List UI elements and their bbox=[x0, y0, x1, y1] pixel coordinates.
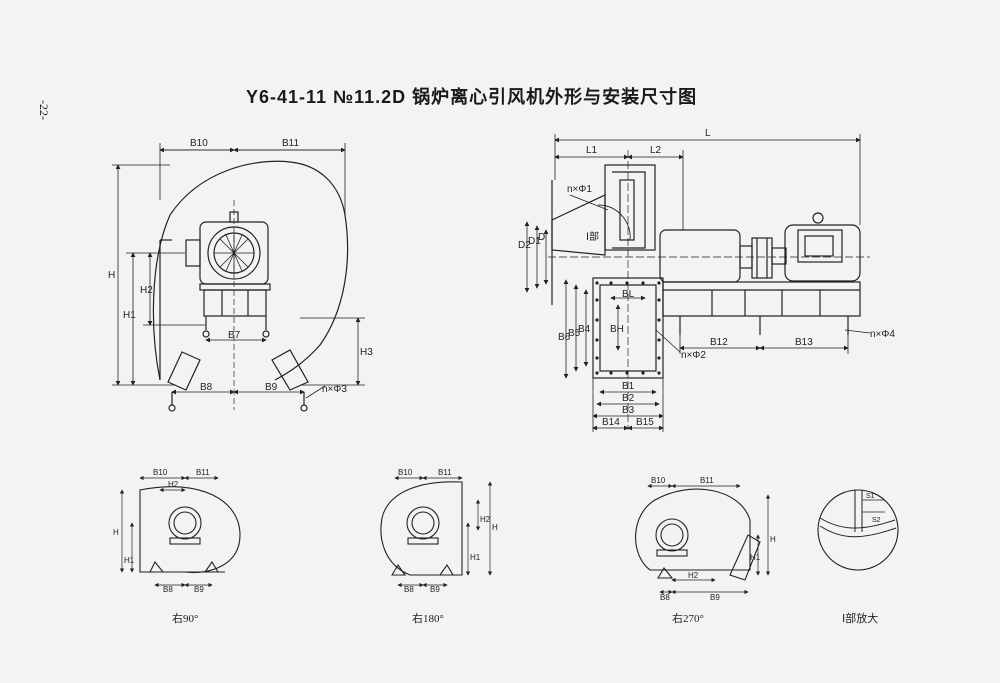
dimension-label: H2 bbox=[688, 571, 699, 580]
right-foot bbox=[271, 349, 309, 412]
inlet-cone bbox=[551, 194, 606, 256]
label-b14: B14 bbox=[602, 417, 620, 428]
rotation-view-90: B10 B11 H2 H H1 B8 B9 右90° bbox=[113, 468, 241, 625]
dimension-label: B11 bbox=[438, 468, 452, 477]
label-b5: B5 bbox=[568, 328, 581, 339]
label-l1: L1 bbox=[586, 145, 598, 156]
label-n-phi1: n×Φ1 bbox=[567, 184, 592, 195]
label-d2: D2 bbox=[518, 240, 531, 251]
caption-right-180: 右180° bbox=[412, 611, 444, 625]
dimension-label: B10 bbox=[398, 468, 413, 477]
dimension-label: B10 bbox=[651, 476, 666, 485]
label-b3: B3 bbox=[622, 405, 635, 416]
label-b7: B7 bbox=[228, 330, 241, 341]
dimension-label: B8 bbox=[404, 585, 414, 594]
caption-right-90: 右90° bbox=[172, 611, 198, 625]
detail-view-part-1: S1 S2 Ⅰ部放大 bbox=[817, 489, 899, 625]
main-front-labels: B10 B11 H H1 H2 H3 B7 B8 B9 n×Φ3 bbox=[108, 138, 373, 395]
dimension-label: B11 bbox=[700, 476, 714, 485]
drive-motor bbox=[771, 212, 861, 282]
dimension-label: B10 bbox=[153, 468, 168, 477]
label-h2: H2 bbox=[140, 285, 153, 296]
volute-housing bbox=[152, 160, 349, 381]
dimension-label: H1 bbox=[470, 553, 481, 562]
label-b4: B4 bbox=[578, 324, 591, 335]
label-b2: B2 bbox=[622, 393, 635, 404]
main-front-view bbox=[112, 143, 365, 412]
label-bl: BL bbox=[622, 289, 635, 300]
label-h: H bbox=[108, 270, 115, 281]
dimension-label: B9 bbox=[194, 585, 204, 594]
dimension-label: B8 bbox=[163, 585, 173, 594]
side-view-labels: L L1 L2 n×Φ1 Ⅰ部 D2 D1 D B6 B5 B4 BH BL n… bbox=[518, 128, 895, 428]
label-d1: D1 bbox=[528, 236, 541, 247]
label-n-phi2: n×Φ2 bbox=[681, 350, 706, 361]
label-h3: H3 bbox=[360, 347, 373, 358]
label-d: D bbox=[538, 232, 545, 243]
dimension-label: H1 bbox=[124, 556, 135, 565]
label-b1: B1 bbox=[622, 381, 635, 392]
dimension-label: H bbox=[492, 523, 498, 532]
label-b6: B6 bbox=[558, 332, 571, 343]
left-foot bbox=[167, 351, 201, 412]
side-view bbox=[524, 134, 871, 432]
label-part-1: Ⅰ部 bbox=[586, 230, 599, 243]
label-b11: B11 bbox=[282, 138, 299, 149]
page-title: Y6-41-11 №11.2D 锅炉离心引风机外形与安装尺寸图 bbox=[246, 87, 698, 107]
label-l: L bbox=[705, 128, 711, 139]
label-n-phi4: n×Φ4 bbox=[870, 329, 895, 340]
label-b12: B12 bbox=[710, 337, 728, 348]
label-b9: B9 bbox=[265, 382, 278, 393]
impeller-casing bbox=[604, 164, 656, 251]
label-bh: BH bbox=[610, 324, 624, 335]
dimension-label: B9 bbox=[710, 593, 720, 602]
label-b15: B15 bbox=[636, 417, 654, 428]
dimension-label: H2 bbox=[168, 480, 179, 489]
coupling bbox=[751, 237, 773, 279]
motor-stand bbox=[199, 283, 271, 338]
dimension-label: H1 bbox=[750, 553, 761, 562]
rotation-view-180: B10 B11 H2 H H1 B8 B9 右180° bbox=[380, 468, 498, 625]
dimension-label: H2 bbox=[480, 515, 491, 524]
dimension-label: B8 bbox=[660, 593, 670, 602]
label-b8: B8 bbox=[200, 382, 213, 393]
dimension-label: B9 bbox=[430, 585, 440, 594]
label-l2: L2 bbox=[650, 145, 662, 156]
rotation-view-270: B10 B11 H H1 H2 B8 B9 右270° bbox=[635, 476, 776, 625]
label-bolt-n-phi3: n×Φ3 bbox=[322, 384, 347, 395]
motor bbox=[185, 211, 269, 285]
dimension-label: H bbox=[113, 528, 119, 537]
dimension-label: S1 bbox=[866, 493, 875, 500]
caption-detail-part-1: Ⅰ部放大 bbox=[842, 611, 878, 625]
bearing-housing bbox=[659, 229, 741, 283]
label-b13: B13 bbox=[795, 337, 813, 348]
label-b10: B10 bbox=[190, 138, 208, 149]
dimension-label: S2 bbox=[872, 517, 881, 524]
base-frame bbox=[662, 281, 861, 317]
label-h1: H1 bbox=[123, 310, 136, 321]
dimension-label: B11 bbox=[196, 468, 210, 477]
caption-right-270: 右270° bbox=[672, 611, 704, 625]
dimension-label: H bbox=[770, 535, 776, 544]
